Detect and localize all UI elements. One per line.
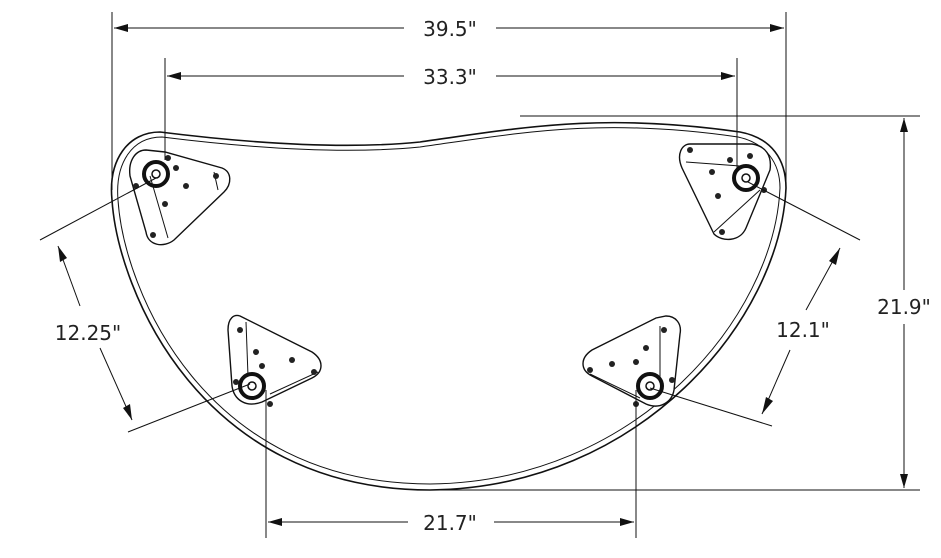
desk-outline [110,121,787,491]
dimension-overall-width: 39.5" [111,12,787,190]
caster-ring-icon [142,160,170,188]
dimension-right-mount-span: 12.1" [649,181,861,427]
dimension-mount-width-bottom: 21.7" [265,390,637,538]
caster-ring-icon [636,372,664,400]
mount-plate-bottom-left [227,314,322,407]
caster-ring-icon [238,372,266,400]
dimension-mount-width-top: 33.3" [164,58,738,168]
dimension-overall-depth: 21.9" [430,115,931,491]
dimension-label-left-mount-span: 12.25" [55,321,121,345]
dimension-label-overall-width: 39.5" [423,17,477,41]
desk-edge-line [117,127,781,485]
dimension-label-mount-width-top: 33.3" [423,65,477,89]
dimension-left-mount-span: 12.25" [39,177,251,433]
caster-ring-icon [732,164,760,192]
mount-plate-bottom-right [582,315,682,407]
dimension-label-right-mount-span: 12.1" [776,318,830,342]
dimension-label-overall-depth: 21.9" [877,295,931,319]
dimension-label-mount-width-bottom: 21.7" [423,511,477,535]
mount-plate-top-right [678,143,772,241]
